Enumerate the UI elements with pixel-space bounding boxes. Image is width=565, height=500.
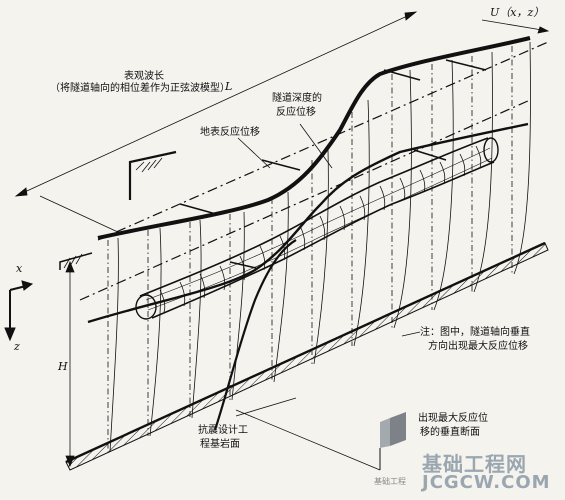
ground-surface-response-label: 地表反应位移 bbox=[200, 127, 260, 138]
surface-wavelength-line2: （将隧道轴向的相位差作为正弦波模型） bbox=[50, 83, 230, 94]
annotation-leaders bbox=[235, 123, 421, 471]
tunnel-depth-label-line1: 隧道深度的 bbox=[272, 93, 322, 104]
tunnel-depth-response-curve bbox=[87, 122, 529, 324]
watermark-cn: 基础工程网 bbox=[422, 452, 527, 476]
l-label: L bbox=[225, 80, 233, 93]
vertical-drop-lines bbox=[107, 46, 513, 452]
section-response-curves bbox=[109, 41, 531, 453]
u-dimension-arrow bbox=[481, 19, 550, 34]
z-axis-label: z bbox=[14, 340, 20, 353]
surface-wavelength-label: 表观波长 bbox=[96, 70, 192, 83]
surface-wavelength-note: （将隧道轴向的相位差作为正弦波模型） bbox=[50, 82, 230, 95]
bedrock-response-curve bbox=[213, 239, 297, 431]
tunnel-depth-label-line2: 反应位移 bbox=[276, 107, 316, 118]
x-axis-label: x bbox=[16, 262, 23, 275]
mid-reference-line bbox=[79, 99, 531, 301]
wavelength-dimension bbox=[14, 11, 418, 234]
surface-reference-line bbox=[97, 41, 549, 241]
watermark-en: JCGCW.COM bbox=[422, 472, 551, 493]
h-label: H bbox=[58, 360, 68, 373]
bedrock-plane bbox=[65, 241, 549, 471]
max-section-line2: 移的垂直断面 bbox=[420, 427, 480, 438]
u-label: U（x，z） bbox=[490, 6, 545, 19]
coordinate-axes bbox=[4, 280, 34, 342]
section-bars bbox=[179, 59, 487, 269]
note-line2: 方向出现最大反应位移 bbox=[428, 341, 528, 352]
bedrock-label-line1: 抗震设计工 bbox=[198, 425, 248, 436]
tunnel-cylinder bbox=[135, 137, 499, 320]
max-section-line1: 出现最大反应位 bbox=[418, 413, 488, 424]
note-line1: 注：图中，隧道轴向垂直 bbox=[420, 327, 530, 338]
h-dimension bbox=[65, 260, 75, 468]
max-response-section bbox=[379, 412, 406, 470]
surface-wavelength-line1: 表观波长 bbox=[124, 71, 164, 82]
watermark-small: 基础工程 bbox=[374, 477, 406, 486]
bedrock-label-line2: 程基岩面 bbox=[200, 439, 240, 450]
